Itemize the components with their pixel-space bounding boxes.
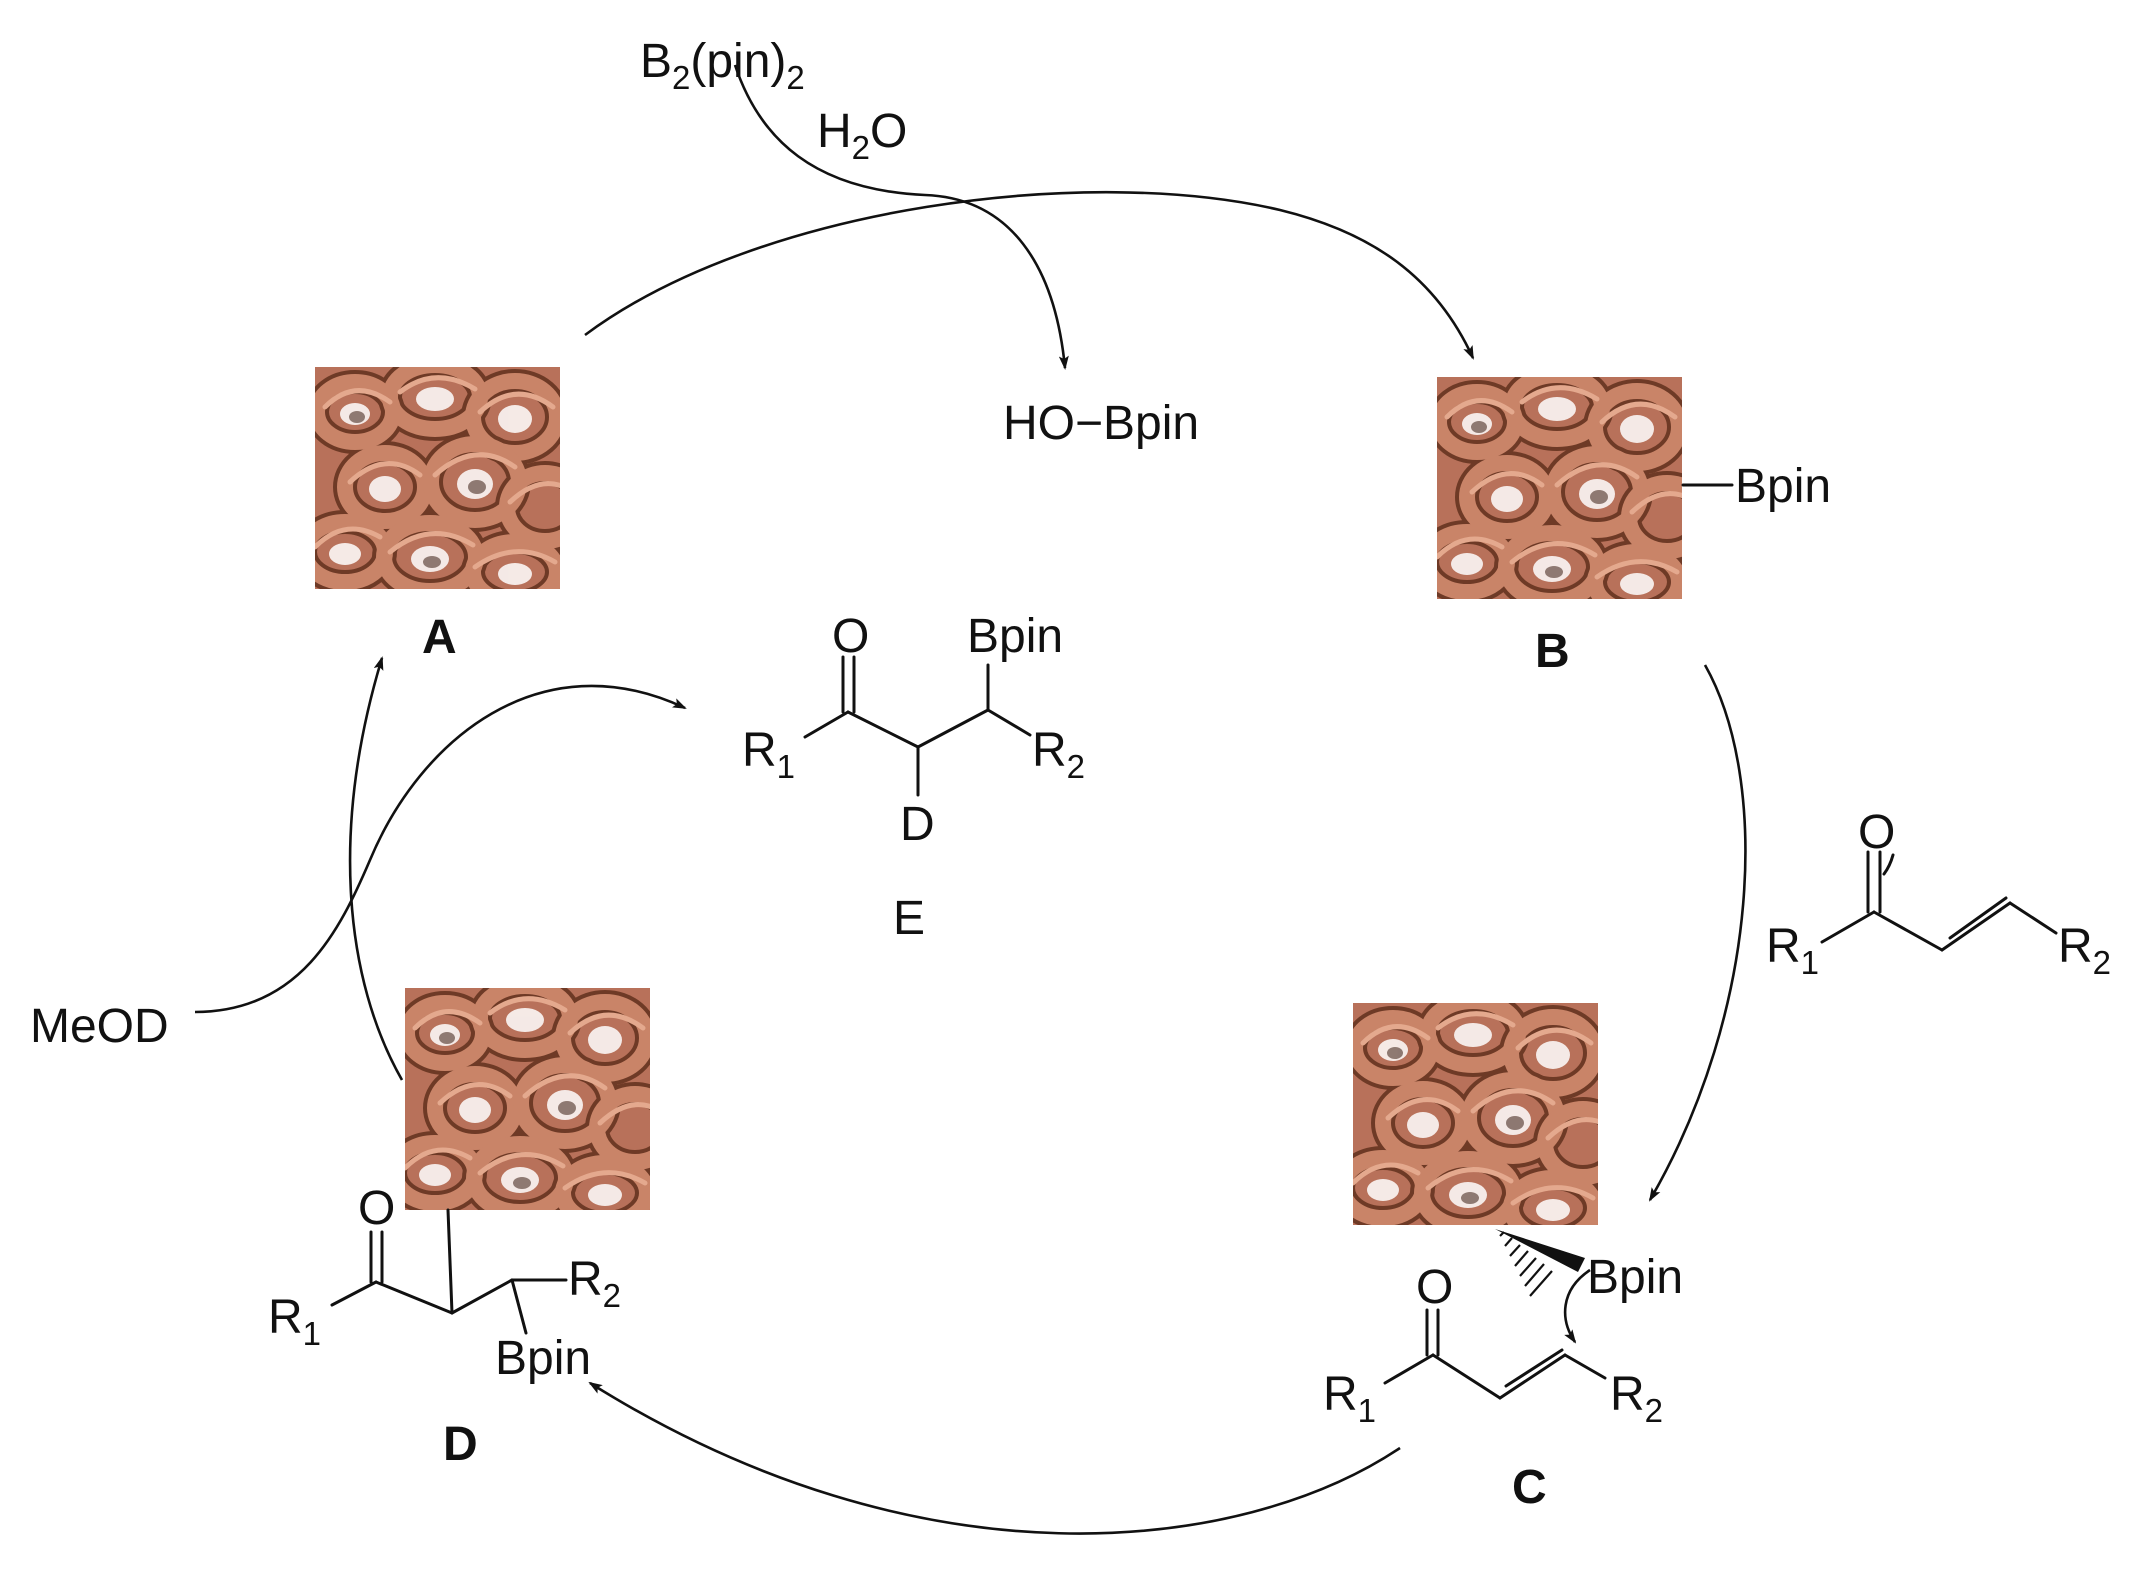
intermediate-c: Bpin O R1 R2 C bbox=[1323, 1001, 1683, 1514]
label-e: E bbox=[893, 892, 925, 945]
arrow-a-to-b bbox=[584, 190, 1475, 360]
d-oxygen: O bbox=[358, 1182, 395, 1235]
arrow-b-to-c bbox=[1648, 664, 1747, 1202]
intermediate-b: Bpin B bbox=[1427, 375, 1831, 678]
enone-r1: R1 bbox=[1766, 920, 1819, 981]
arrow-meod-to-e bbox=[194, 684, 687, 1014]
e-oxygen: O bbox=[832, 610, 869, 663]
e-r2: R2 bbox=[1032, 724, 1085, 785]
meod-label: MeOD bbox=[30, 1000, 169, 1053]
b2pin2-label: B2(pin)2 bbox=[640, 35, 805, 96]
d-r1: R1 bbox=[268, 1291, 321, 1352]
hobpin-label: HO−Bpin bbox=[1003, 397, 1199, 450]
enone-oxygen: O bbox=[1858, 806, 1895, 859]
intermediate-a: A bbox=[305, 365, 583, 664]
c-r1: R1 bbox=[1323, 1368, 1376, 1429]
intermediate-d: O R1 R2 Bpin D bbox=[268, 986, 673, 1471]
arrow-b2pin2-in-hobpin-out bbox=[733, 64, 1069, 370]
enone-substrate: O R1 R2 bbox=[1766, 806, 2111, 981]
copper-framework-icon bbox=[1343, 1001, 1621, 1238]
label-d: D bbox=[443, 1418, 478, 1471]
d-r2: R2 bbox=[568, 1253, 621, 1314]
enone-r2: R2 bbox=[2058, 920, 2111, 981]
d-bpin-label: Bpin bbox=[495, 1332, 591, 1385]
c-r2: R2 bbox=[1610, 1368, 1663, 1429]
e-deuterium: D bbox=[900, 798, 935, 851]
copper-framework-icon bbox=[305, 365, 583, 602]
copper-framework-icon bbox=[1427, 375, 1705, 612]
label-a: A bbox=[422, 611, 457, 664]
arrow-c-to-d bbox=[588, 1381, 1401, 1535]
product-e: O Bpin R1 R2 D E bbox=[742, 610, 1085, 945]
water-label: H2O bbox=[817, 105, 907, 166]
arrow-d-to-a bbox=[348, 656, 404, 1081]
b-bpin-label: Bpin bbox=[1735, 460, 1831, 513]
e-bpin-label: Bpin bbox=[967, 610, 1063, 663]
c-oxygen: O bbox=[1416, 1261, 1453, 1314]
label-c: C bbox=[1512, 1461, 1547, 1514]
label-b: B bbox=[1535, 625, 1570, 678]
c-bpin-label: Bpin bbox=[1587, 1251, 1683, 1304]
e-r1: R1 bbox=[742, 724, 795, 785]
copper-framework-icon bbox=[395, 986, 673, 1223]
